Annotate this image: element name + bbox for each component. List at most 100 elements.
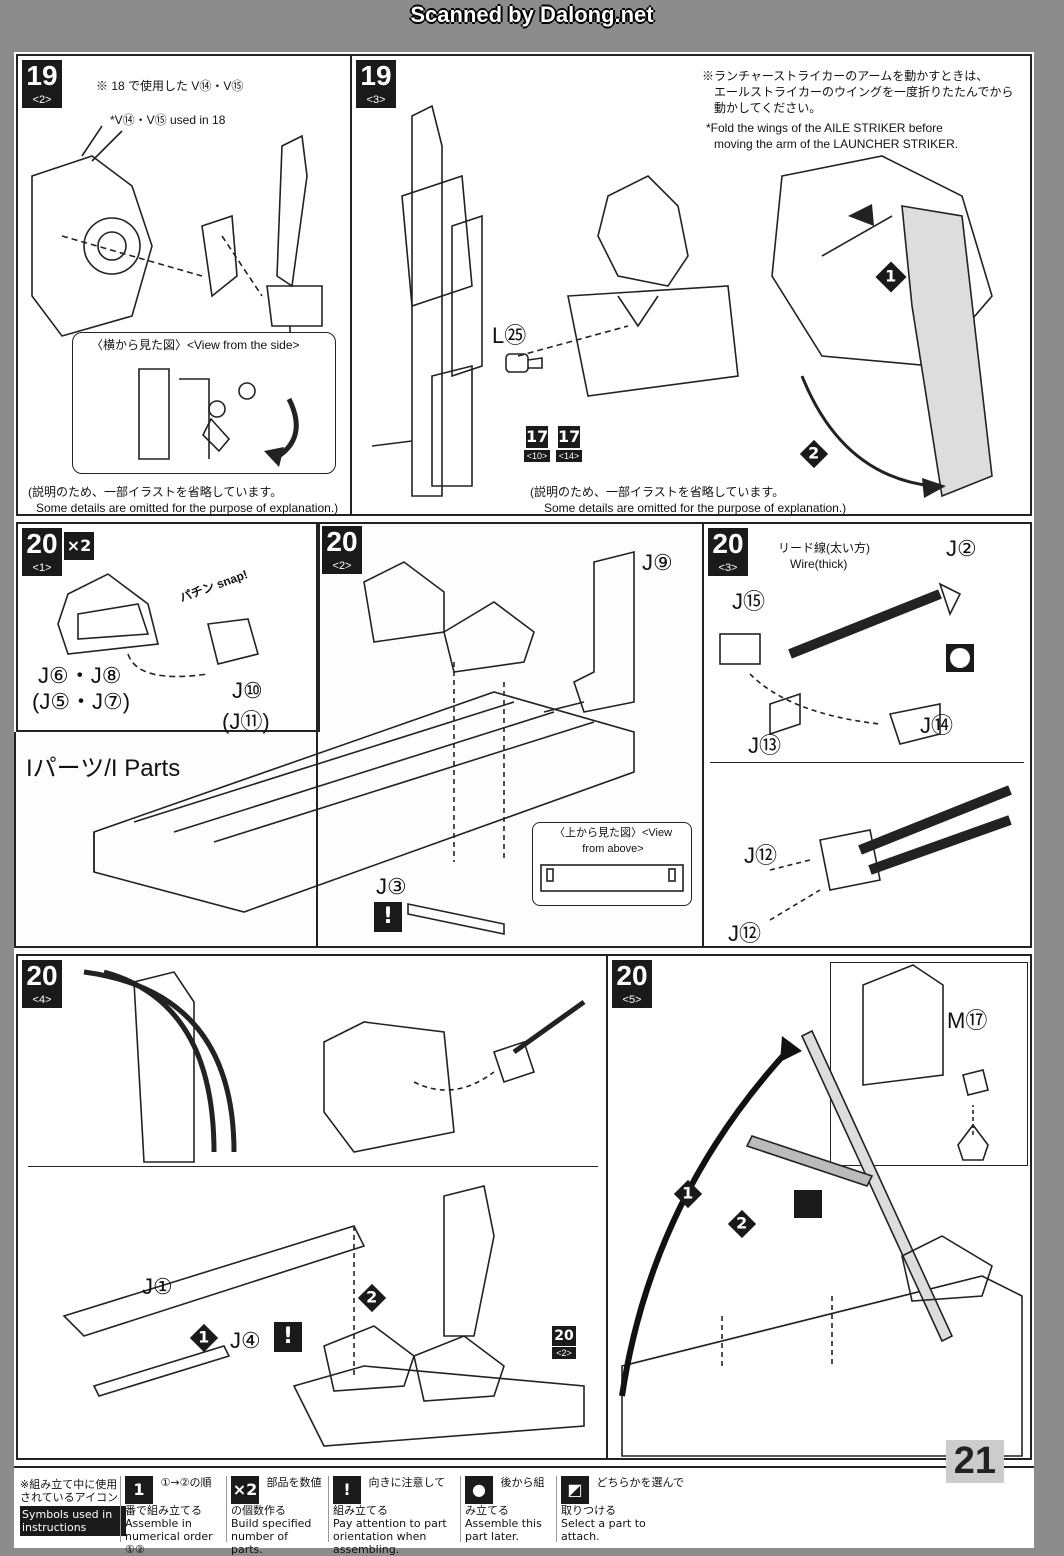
substep-label: <3> — [356, 92, 396, 108]
legend-title: ※組み立て中に使用されているアイコン Symbols used in instr… — [20, 1478, 126, 1536]
part-J2: J② — [946, 536, 977, 561]
wing-warning-en-2: moving the arm of the LAUNCHER STRIKER. — [714, 137, 959, 151]
reuse-note-en: *V⑭・V⑮ used in 18 — [110, 113, 226, 127]
scan-watermark: Scanned by Dalong.net — [410, 2, 654, 27]
side-view-label: 〈横から見た図〉<View from the side> — [91, 338, 300, 352]
select-part-icon — [794, 1190, 822, 1218]
part-J3-drawing — [407, 903, 505, 935]
ref-step-17-a: 17 — [526, 426, 549, 448]
substep-label: <4> — [22, 992, 62, 1008]
wing-warning-jp-1: ※ランチャーストライカーのアームを動かすときは、 — [702, 69, 989, 83]
parts-J10: J⑩ — [232, 678, 263, 703]
legend-item-multiply: ×2 部品を数値の個数作る Build specified number of … — [226, 1476, 323, 1556]
page-number: 21 — [945, 1440, 1004, 1483]
ref-step-20: 20 — [552, 1326, 576, 1346]
omit-note-jp: (説明のため、一部イラストを省略しています。 — [530, 485, 785, 499]
substep-label: <3> — [708, 560, 748, 576]
wing-warning-jp-3: 動かしてください。 — [714, 101, 822, 115]
part-J4: J④ — [230, 1328, 261, 1353]
connector-detail-illustration — [769, 785, 1012, 921]
step-20-2-frame-lower — [14, 732, 318, 948]
stand-assembly-illustration — [62, 1185, 585, 1447]
icon-legend: ※組み立て中に使用されているアイコン Symbols used in instr… — [14, 1466, 1034, 1556]
ref-step-20-sub: <2> — [552, 1347, 576, 1359]
multiply-badge: ×2 — [64, 532, 94, 560]
step-19-2-panel: 19 <2> ※ 18 で使用した V⑭・V⑮ *V⑭・V⑮ used in 1… — [16, 54, 352, 516]
part-L25-drawing — [505, 353, 543, 373]
base-stand-illustration — [93, 550, 635, 913]
substep-label: <2> — [322, 558, 362, 574]
ref-step-17-b-sub: <14> — [556, 450, 582, 462]
wire-label-jp: リード線(太い方) — [778, 541, 870, 555]
part-J13: J⑬ — [748, 733, 782, 758]
instruction-page: 19 <2> ※ 18 で使用した V⑭・V⑮ *V⑭・V⑮ used in 1… — [14, 52, 1034, 1556]
part-J3: J③ — [376, 874, 407, 899]
wire-assembly-illustration — [719, 582, 974, 745]
step-number: 19 — [22, 60, 62, 92]
wire-label-en: Wire(thick) — [790, 557, 848, 571]
wing-warning-en-1: *Fold the wings of the AILE STRIKER befo… — [706, 121, 943, 135]
legend-title-en: Symbols used in instructions — [20, 1506, 126, 1536]
legend-item-numerical: 1 ①→②の順番で組み立てる Assemble in numerical ord… — [120, 1476, 221, 1556]
step-19-3-panel: 19 <3> L㉕ 17 <10> 17 <14> — [350, 54, 1032, 516]
parts-J11: (J⑪) — [222, 709, 270, 734]
side-view-box: 〈横から見た図〉<View from the side> — [72, 332, 336, 474]
display-stand-illustration — [619, 1029, 1023, 1457]
wing-warning-jp-2: エールストライカーのウイングを一度折りたたんでから — [714, 85, 1014, 99]
substep-label: <2> — [22, 92, 62, 108]
ref-step-17-b: 17 — [558, 426, 581, 448]
omit-note-jp: (説明のため、一部イラストを省略しています。 — [28, 485, 283, 499]
detail-box: M⑰ — [830, 962, 1028, 1166]
step-20-1-panel: 20 <1> ×2 パチン snap! J⑥・J⑧ (J⑤・J⑦) J⑩ (J⑪… — [16, 522, 320, 734]
body-illustration — [517, 175, 739, 397]
launcher-illustration — [371, 104, 483, 497]
part-M17: M⑰ — [947, 1008, 988, 1033]
ref-step-17-a-sub: <10> — [524, 450, 550, 462]
parts-J6-J8: J⑥・J⑧ — [38, 663, 122, 688]
legend-title-jp: ※組み立て中に使用されているアイコン — [20, 1478, 119, 1504]
part-J9: J⑨ — [642, 550, 673, 575]
exclamation-icon: ! — [333, 1476, 361, 1504]
step-20-2-panel: 20 <2> J⑨ Iパーツ/I Parts J③ ! 〈上から見た図〉<Vie… — [14, 522, 704, 948]
step-number: 19 — [356, 60, 396, 92]
substep-label: <1> — [22, 560, 62, 576]
i-parts-label: Iパーツ/I Parts — [26, 755, 181, 782]
step-20-5-panel: 20 <5> M⑰ 1 2 — [606, 954, 1032, 1460]
omit-note-en: Some details are omitted for the purpose… — [36, 501, 339, 515]
step-number: 20 — [708, 528, 748, 560]
reuse-note-jp: ※ 18 で使用した V⑭・V⑮ — [96, 79, 244, 93]
parts-J5-J7: (J⑤・J⑦) — [32, 689, 131, 714]
foot-parts-illustration — [57, 573, 259, 678]
step-20-3-panel: 20 <3> リード線(太い方) Wire(thick) J② J⑮ J⑬ J⑭ — [702, 522, 1032, 948]
zoom-divider — [28, 1166, 598, 1167]
part-J14: J⑭ — [920, 713, 954, 738]
step-number: 20 — [322, 526, 362, 558]
select-part-icon: ◩ — [561, 1476, 589, 1504]
part-J15: J⑮ — [732, 589, 766, 614]
zoom-divider — [710, 762, 1024, 763]
top-view-box: 〈上から見た図〉<View from above> — [532, 822, 692, 906]
step-number: 20 — [22, 528, 62, 560]
legend-item-orientation: ! 向きに注意して組み立てる Pay attention to part ori… — [328, 1476, 453, 1556]
assemble-later-icon: ● — [465, 1476, 493, 1504]
wing-fold-illustration — [771, 155, 993, 498]
side-view-drawing — [138, 368, 299, 467]
step-20-4-panel: 20 <4> J① — [16, 954, 608, 1460]
legend-item-later: ● 後から組み立てる Assemble this part later. — [460, 1476, 551, 1543]
part-L25: L㉕ — [492, 323, 527, 348]
wire-routing-illustration — [83, 969, 586, 1163]
top-view-drawing — [540, 864, 684, 892]
legend-item-select: ◩ どちらかを選んで取りつける Select a part to attach. — [556, 1476, 685, 1543]
step-number: 20 — [22, 960, 62, 992]
part-J12-a: J⑫ — [744, 843, 778, 868]
numerical-order-icon: 1 — [125, 1476, 153, 1504]
orientation-warning-icon: ! — [274, 1322, 302, 1352]
omit-note-en: Some details are omitted for the purpose… — [544, 501, 847, 515]
orientation-warning-icon: ! — [374, 902, 402, 932]
part-J1: J① — [142, 1274, 173, 1299]
part-J12-b: J⑫ — [728, 921, 762, 946]
multiply-icon: ×2 — [231, 1476, 259, 1504]
substep-label: <5> — [612, 992, 652, 1008]
backpack-detail-illustration — [862, 964, 989, 1161]
top-view-label: 〈上から見た図〉<View from above> — [553, 827, 673, 855]
